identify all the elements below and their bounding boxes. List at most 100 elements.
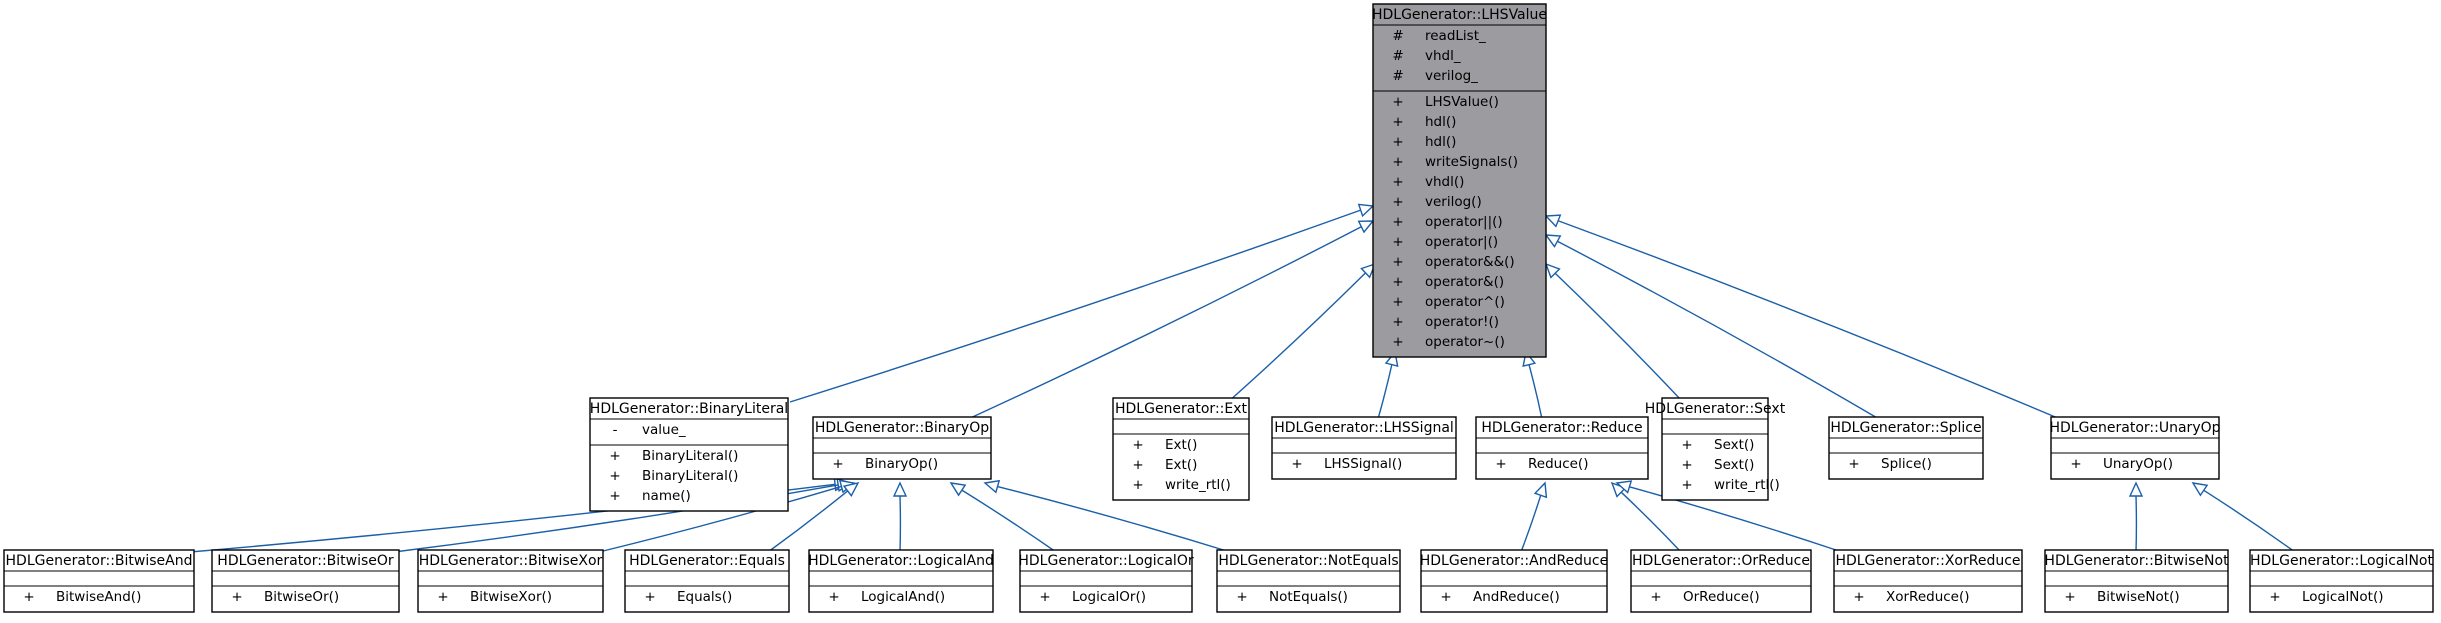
visibility-marker: + — [1392, 114, 1403, 130]
class-box — [808, 549, 994, 613]
visibility-marker: + — [1392, 314, 1403, 330]
attribute-name: vhdl_ — [1425, 48, 1461, 64]
class-name: HDLGenerator::Equals — [629, 553, 785, 569]
visibility-marker: + — [1392, 154, 1403, 170]
edge-logicalnot-to-unaryop — [2191, 482, 2296, 553]
class-box — [3, 549, 195, 613]
inheritance-arrowhead — [1357, 203, 1375, 218]
visibility-marker: + — [1495, 456, 1506, 472]
visibility-marker: + — [1132, 457, 1143, 473]
visibility-marker: + — [1392, 274, 1403, 290]
class-binaryliteral: HDLGenerator::BinaryLiteral-value_+Binar… — [589, 397, 789, 512]
visibility-marker: - — [613, 422, 618, 438]
inheritance-arrowhead — [1533, 481, 1548, 499]
method-name: AndReduce() — [1473, 589, 1560, 605]
visibility-marker: + — [609, 468, 620, 484]
visibility-marker: # — [1392, 48, 1403, 64]
class-name: HDLGenerator::Reduce — [1481, 420, 1642, 436]
class-name: HDLGenerator::XorReduce — [1835, 553, 2020, 569]
visibility-marker: + — [1848, 456, 1859, 472]
class-box — [1630, 549, 1812, 613]
class-reduce: HDLGenerator::Reduce+ Reduce() — [1475, 416, 1649, 480]
edge-ext-to-lhsvalue — [1227, 262, 1377, 403]
visibility-marker: + — [1392, 254, 1403, 270]
edge-splice-to-lhsvalue — [1544, 234, 1880, 420]
visibility-marker: + — [1236, 589, 1247, 605]
class-name: HDLGenerator::LHSSignal — [1274, 420, 1454, 436]
class-box — [2050, 416, 2220, 480]
inheritance-arrowhead — [1544, 234, 1562, 248]
edge-lhssignal-to-lhsvalue — [1377, 350, 1399, 420]
edge-sext-to-lhsvalue — [1544, 262, 1682, 401]
method-name: BitwiseNot() — [2097, 589, 2180, 605]
class-box — [1661, 397, 1769, 501]
visibility-marker: + — [609, 448, 620, 464]
class-name: HDLGenerator::NotEquals — [1218, 553, 1398, 569]
method-name: operator~() — [1425, 334, 1505, 350]
class-box — [1019, 549, 1193, 613]
edge-line — [789, 209, 1361, 403]
method-name: LogicalNot() — [2302, 589, 2384, 605]
edge-line — [1377, 364, 1393, 420]
class-name: HDLGenerator::LHSValue — [1372, 7, 1547, 23]
visibility-marker: + — [1039, 589, 1050, 605]
class-equals: HDLGenerator::Equals+Equals() — [624, 549, 790, 613]
edge-line — [1629, 486, 1843, 553]
method-name: BitwiseOr() — [264, 589, 339, 605]
method-name: BinaryLiteral() — [642, 448, 738, 464]
inheritance-arrowhead — [842, 481, 860, 497]
visibility-marker: + — [1440, 589, 1451, 605]
visibility-marker: + — [1132, 477, 1143, 493]
method-name: XorReduce() — [1886, 589, 1970, 605]
edge-logicalor-to-binaryop — [949, 482, 1057, 553]
visibility-marker: + — [1681, 437, 1692, 453]
method-name: BinaryLiteral() — [642, 468, 738, 484]
inheritance-arrowhead — [1544, 214, 1562, 228]
edge-notequals-to-binaryop — [983, 479, 1231, 553]
class-bitwiseor: HDLGenerator::BitwiseOr+BitwiseOr() — [211, 549, 400, 613]
class-andreduce: HDLGenerator::AndReduce+AndReduce() — [1420, 549, 1608, 613]
visibility-marker: + — [1392, 174, 1403, 190]
class-lhsvalue: HDLGenerator::LHSValue#readList_#vhdl_#v… — [1372, 3, 1547, 358]
class-name: HDLGenerator::Splice — [1830, 420, 1981, 436]
edge-equals-to-binaryop — [767, 481, 860, 553]
visibility-marker: + — [1681, 457, 1692, 473]
method-name: Ext() — [1165, 457, 1197, 473]
class-name: HDLGenerator::BitwiseNot — [2044, 553, 2229, 569]
edge-line — [1554, 272, 1682, 401]
class-name: HDLGenerator::OrReduce — [1632, 553, 1810, 569]
inheritance-arrowhead — [892, 481, 908, 497]
visibility-marker: + — [1291, 456, 1302, 472]
visibility-marker: + — [828, 589, 839, 605]
method-name: LHSSignal() — [1324, 456, 1402, 472]
method-name: verilog() — [1425, 194, 1482, 210]
class-ext: HDLGenerator::Ext+Ext()+Ext()+write_rtl(… — [1112, 397, 1250, 501]
inheritance-arrowhead — [1544, 262, 1561, 279]
class-box — [2044, 549, 2229, 613]
method-name: UnaryOp() — [2103, 456, 2173, 472]
edge-logicaland-to-binaryop — [892, 481, 908, 553]
method-name: operator&&() — [1425, 254, 1515, 270]
visibility-marker: + — [231, 589, 242, 605]
class-box — [624, 549, 790, 613]
class-name: HDLGenerator::BinaryOp — [815, 420, 989, 436]
visibility-marker: + — [1650, 589, 1661, 605]
method-name: OrReduce() — [1683, 589, 1760, 605]
method-name: LogicalAnd() — [861, 589, 945, 605]
class-binaryop: HDLGenerator::BinaryOp+BinaryOp() — [812, 416, 992, 480]
class-name: HDLGenerator::BitwiseXor — [419, 553, 603, 569]
edge-andreduce-to-reduce — [1520, 481, 1548, 553]
class-name: HDLGenerator::Sext — [1645, 401, 1786, 417]
method-name: operator^() — [1425, 294, 1505, 310]
method-name: Reduce() — [1528, 456, 1588, 472]
class-box — [589, 397, 789, 512]
edge-line — [961, 489, 1057, 553]
visibility-marker: + — [437, 589, 448, 605]
class-splice: HDLGenerator::Splice+Splice() — [1828, 416, 1984, 480]
class-box — [1833, 549, 2023, 613]
class-logicalor: HDLGenerator::LogicalOr+LogicalOr() — [1018, 549, 1194, 613]
method-name: operator|() — [1425, 234, 1498, 250]
class-nodes: HDLGenerator::LHSValue#readList_#vhdl_#v… — [3, 3, 2434, 613]
method-name: Sext() — [1714, 457, 1754, 473]
